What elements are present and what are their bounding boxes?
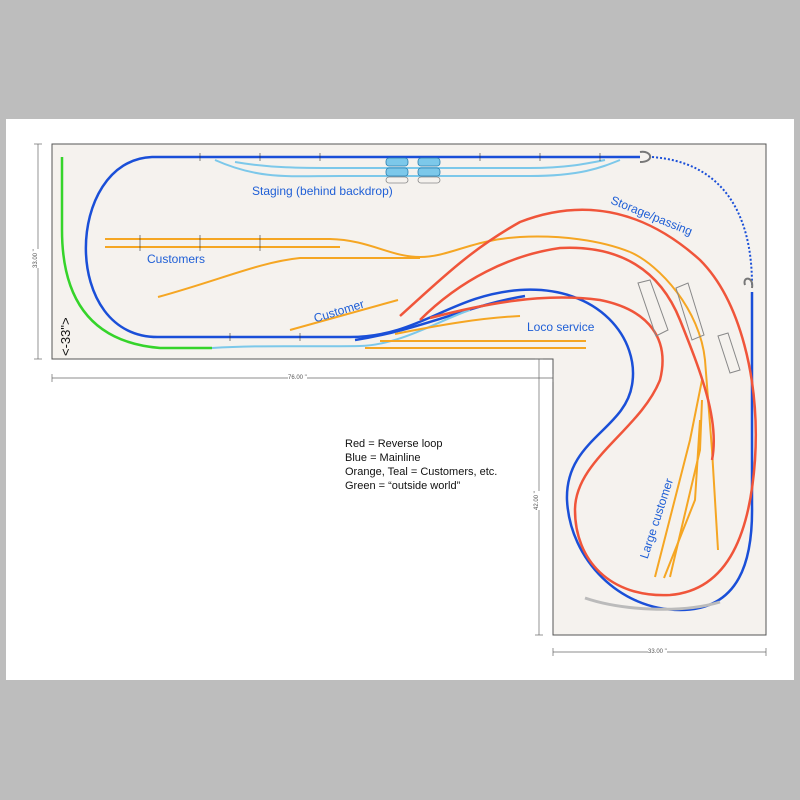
dim-width-leg: 33.00 " [648, 649, 667, 655]
bumpers [639, 150, 754, 289]
staging-tracks [211, 159, 621, 349]
legend: Red = Reverse loop Blue = Mainline Orang… [345, 437, 497, 493]
staging-cars [385, 157, 441, 184]
legend-blue: Blue = Mainline [345, 452, 421, 464]
reverse-loop-track [399, 208, 757, 597]
label-outside-world: <-33"> [58, 317, 73, 356]
dim-height-left: 33.00 " [33, 249, 39, 268]
customer-tracks [105, 235, 719, 579]
dim-height-leg: 42.00 " [534, 491, 540, 510]
label-staging: Staging (behind backdrop) [252, 184, 393, 198]
platform-outlines [584, 279, 741, 611]
legend-green: Green = “outside world” [345, 480, 461, 492]
legend-orange: Orange, Teal = Customers, etc. [345, 466, 498, 478]
dim-width-main: 76.00 " [288, 375, 307, 381]
label-loco-service: Loco service [527, 320, 595, 334]
outside-world-track [60, 157, 212, 350]
track-ticks [139, 153, 601, 341]
label-customers: Customers [147, 252, 206, 266]
legend-red: Red = Reverse loop [345, 438, 443, 450]
baseboard [51, 143, 767, 636]
